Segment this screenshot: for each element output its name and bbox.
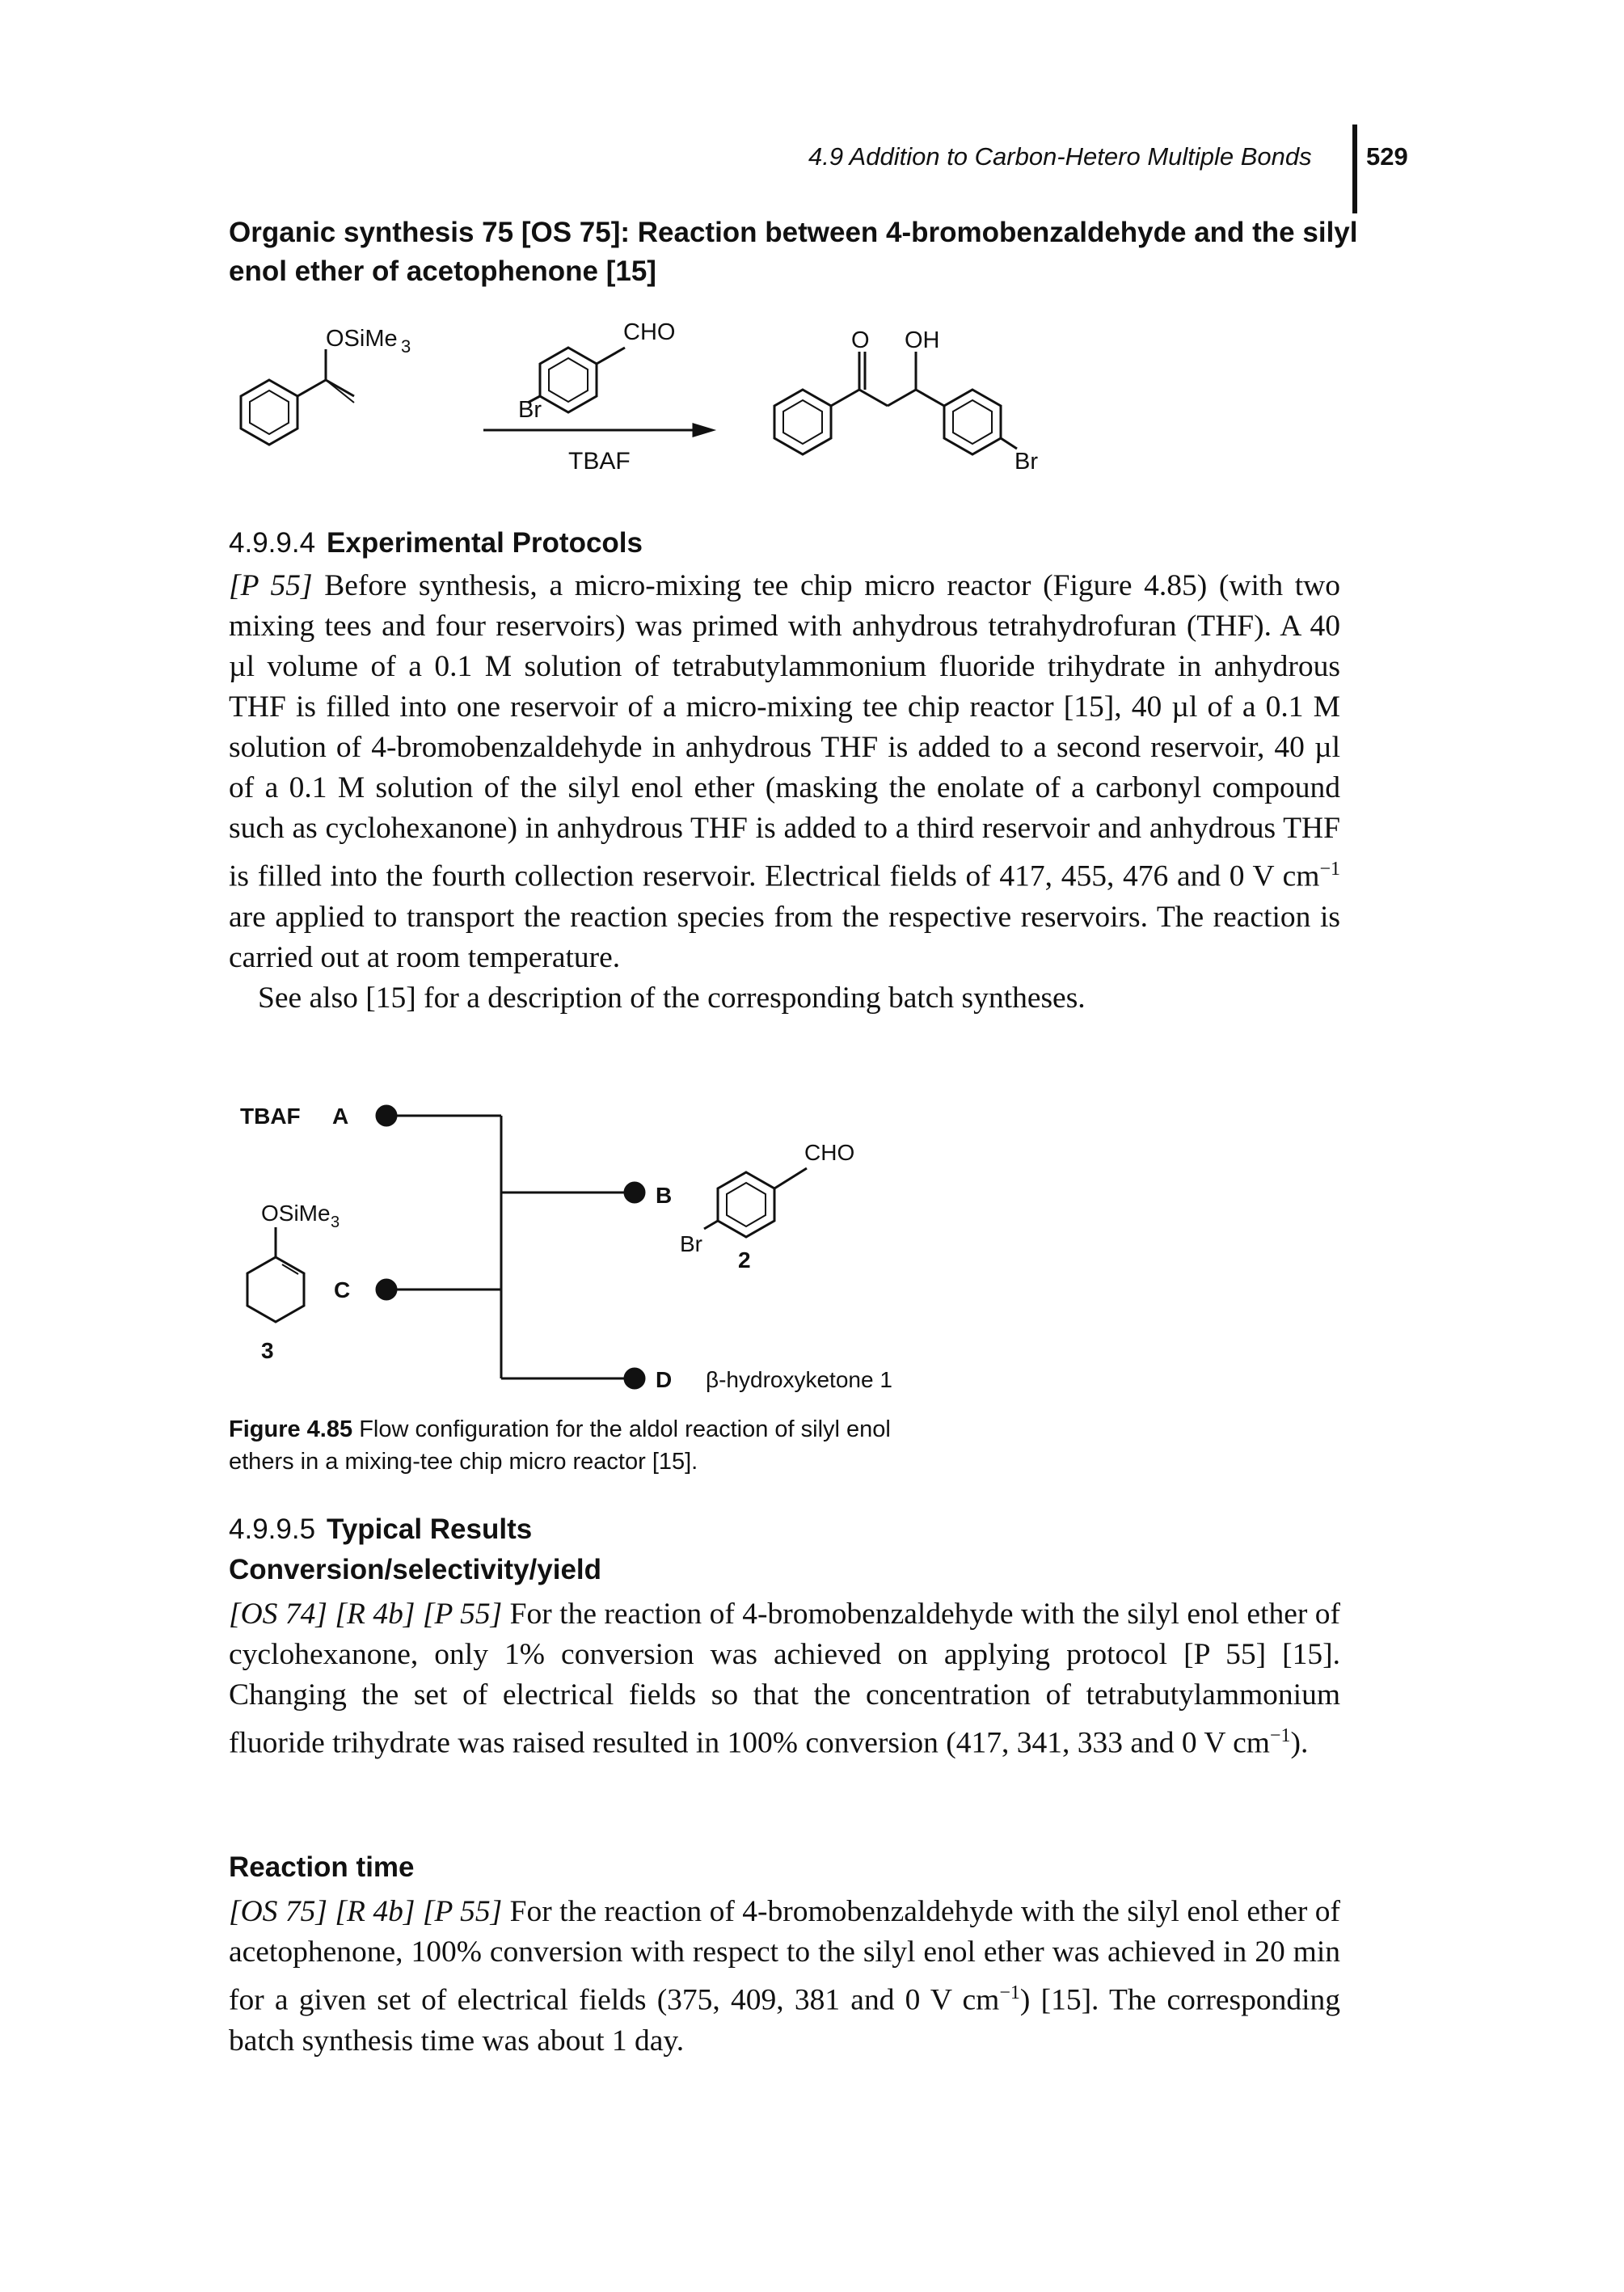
port-b-label: B	[656, 1183, 672, 1208]
header-divider	[1352, 125, 1357, 213]
compound3-label: 3	[261, 1338, 274, 1363]
product-benzene-ring	[773, 388, 833, 456]
section-heading-protocols: 4.9.9.4 Experimental Protocols	[229, 527, 643, 559]
conversion-unit-sup: −1	[1269, 1725, 1291, 1746]
reaction-scheme: OSiMe 3 CHO Br TBAF O OH Br	[239, 319, 1038, 475]
silyl-label: OSiMe	[261, 1201, 331, 1226]
section-number: 4.9.9.5	[229, 1513, 316, 1545]
page-number: 529	[1366, 142, 1408, 171]
reagent-label: TBAF	[568, 448, 631, 475]
reservoir-b	[623, 1181, 646, 1204]
section-title: Experimental Protocols	[327, 527, 643, 559]
port-a-label: A	[332, 1104, 348, 1129]
reactant-label: OSiMe	[326, 326, 398, 352]
protocol-text: Before synthesis, a micro-mixing tee chi…	[229, 569, 1340, 893]
reaction-time-unit-sup: −1	[999, 1982, 1020, 2003]
reaction-time-paragraph: [OS 75] [R 4b] [P 55] For the reaction o…	[229, 1892, 1340, 2062]
port-d-label: D	[656, 1367, 672, 1392]
product-label: β-hydroxyketone 1	[706, 1367, 892, 1392]
reaction-time-text: For the reaction of 4-bromobenzaldehyde …	[229, 1895, 1340, 2017]
protocol-unit-sup: −1	[1319, 859, 1340, 880]
section-number: 4.9.9.4	[229, 527, 316, 559]
conversion-paragraph: [OS 74] [R 4b] [P 55] For the reaction o…	[229, 1594, 1340, 1764]
flow-configuration-diagram: TBAF A B C D β-hydroxyketone 1 OSiMe 3 3…	[240, 1104, 892, 1392]
product-bromophenyl-ring	[943, 388, 1002, 456]
conversion-heading: Conversion/selectivity/yield	[229, 1554, 602, 1585]
tbaf-label: TBAF	[240, 1104, 301, 1129]
running-header: 4.9 Addition to Carbon-Hetero Multiple B…	[808, 142, 1312, 171]
section-title: Typical Results	[327, 1513, 533, 1545]
reactant-subscript: 3	[401, 336, 411, 357]
reaction-time-heading: Reaction time	[229, 1851, 415, 1883]
br-label: Br	[680, 1231, 702, 1256]
conversion-text: For the reaction of 4-bromobenzaldehyde …	[229, 1598, 1340, 1760]
silyl-subscript: 3	[331, 1214, 340, 1231]
compound2-label: 2	[738, 1247, 751, 1273]
conversion-refs: [OS 74] [R 4b] [P 55]	[229, 1598, 503, 1631]
aldehyde-cho-label: CHO	[623, 319, 675, 345]
cho-label: CHO	[804, 1140, 854, 1165]
see-also-text: See also [15] for a description of the c…	[258, 981, 1086, 1015]
conversion-text-after: ).	[1290, 1726, 1309, 1760]
aldehyde-ring	[538, 346, 598, 414]
protocol-text-after: are applied to transport the reaction sp…	[229, 900, 1340, 974]
figure-caption: Figure 4.85 Flow configuration for the a…	[229, 1413, 940, 1478]
caption-label: Figure 4.85	[229, 1416, 353, 1442]
protocol-paragraph: [P 55] Before synthesis, a micro-mixing …	[229, 566, 1340, 1019]
product-o-label: O	[851, 327, 870, 353]
reaction-time-refs: [OS 75] [R 4b] [P 55]	[229, 1895, 503, 1928]
product-oh-label: OH	[905, 327, 940, 353]
product-br-label: Br	[1014, 449, 1038, 475]
port-c-label: C	[334, 1277, 350, 1302]
caption-text: Flow configuration for the aldol reactio…	[229, 1416, 891, 1475]
reservoir-d	[623, 1367, 646, 1390]
protocol-ref: [P 55]	[229, 569, 313, 602]
reaction-time-text-after: ) [15]. The corresponding batch synthesi…	[229, 1983, 1340, 2058]
cyclohexene-ring	[246, 1256, 306, 1323]
section-heading-results: 4.9.9.5 Typical Results	[229, 1513, 532, 1546]
reservoir-c	[375, 1278, 398, 1301]
synthesis-title: Organic synthesis 75 [OS 75]: Reaction b…	[229, 217, 1358, 287]
aldehyde-br-label: Br	[518, 397, 542, 423]
reactant-benzene-ring	[239, 378, 299, 446]
